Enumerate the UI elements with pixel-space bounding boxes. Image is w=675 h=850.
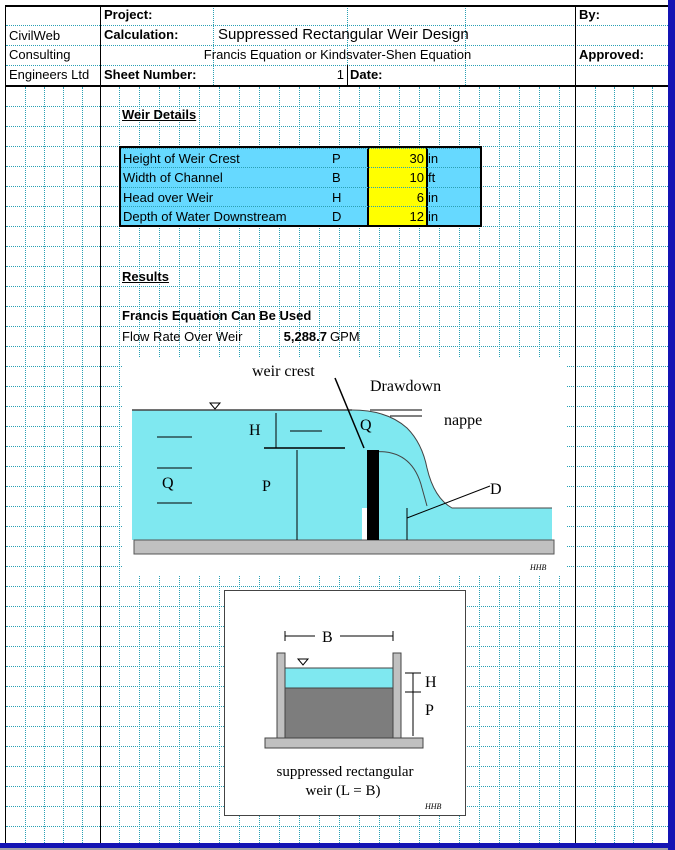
header-top-border (5, 5, 668, 7)
gridline (652, 87, 653, 843)
row-symbol: B (332, 170, 341, 185)
gridline (614, 87, 615, 843)
cross-section-diagram: B H P suppressed rectangular weir (L = B… (224, 590, 466, 816)
sheet-number-label: Sheet Number: (104, 67, 197, 82)
gridline (633, 87, 634, 843)
equation-status: Francis Equation Can Be Used (122, 308, 312, 323)
gridline (6, 45, 668, 46)
gridline (6, 326, 668, 327)
results-heading: Results (122, 269, 169, 284)
header-bottom-border (5, 85, 668, 87)
row-label: Depth of Water Downstream (123, 209, 287, 224)
table-row: Width of Channel B 10 ft (121, 167, 480, 187)
q-label-flow: Q (162, 475, 174, 492)
row-label: Head over Weir (123, 190, 214, 205)
p-label: P (425, 702, 434, 719)
gridline (595, 87, 596, 843)
caption-line-2: weir (L = B) (306, 783, 381, 799)
gridline (25, 87, 26, 843)
calculation-label: Calculation: (104, 27, 179, 42)
row-label: Width of Channel (123, 170, 223, 185)
flow-value: 5,288.7 (283, 329, 327, 344)
gridline (213, 6, 214, 85)
row-symbol: D (332, 209, 342, 224)
gridline (6, 306, 668, 307)
gridline (465, 6, 466, 85)
divider-left (100, 5, 101, 843)
gridline (6, 106, 668, 107)
window-frame-right (668, 0, 675, 850)
h-label: H (249, 422, 261, 439)
date-label: Date: (350, 67, 383, 82)
company-line-1: CivilWeb (9, 28, 61, 43)
calculation-value[interactable]: Suppressed Rectangular Weir Design (218, 26, 469, 43)
gridline (6, 286, 668, 287)
signature: HHB (529, 563, 547, 572)
width-input[interactable]: 10 (409, 170, 424, 185)
gridline (6, 25, 668, 26)
row-symbol: H (332, 190, 342, 205)
gridline (63, 87, 64, 843)
row-symbol: P (332, 151, 341, 166)
input-value-column (367, 148, 428, 225)
gridline (6, 246, 668, 247)
table-row: Head over Weir H 6 in (121, 187, 480, 207)
head-input[interactable]: 6 (416, 190, 424, 205)
gridline (82, 87, 83, 843)
gridline (6, 346, 668, 347)
weir-profile-diagram: weir crest Drawdown nappe H Q Q P D HHB (122, 358, 566, 575)
table-row: Depth of Water Downstream D 12 in (121, 206, 480, 226)
row-unit: in (428, 151, 439, 166)
depth-input[interactable]: 12 (409, 209, 424, 224)
height-input[interactable]: 30 (409, 151, 424, 166)
gridline (6, 826, 668, 827)
subtitle: Francis Equation or Kindsvater-Shen Equa… (203, 47, 472, 62)
h-label: H (425, 674, 437, 691)
q-label-crest: Q (360, 417, 372, 434)
sheet-number-value[interactable]: 1 (336, 67, 344, 82)
p-label: P (262, 478, 271, 495)
weir-details-heading: Weir Details (122, 107, 197, 122)
caption-line-1: suppressed rectangular (276, 764, 413, 780)
divider-right (575, 5, 576, 843)
weir-crest-label: weir crest (252, 363, 315, 380)
row-unit: in (428, 209, 439, 224)
by-label: By: (579, 7, 600, 22)
signature: HHB (424, 802, 442, 811)
d-label: D (490, 481, 502, 498)
left-border (5, 5, 6, 843)
table-row: Height of Weir Crest P 30 in (121, 148, 480, 168)
project-label: Project: (104, 7, 153, 22)
gridline (119, 87, 120, 843)
gridline (6, 126, 668, 127)
divider-date (347, 65, 348, 85)
flow-label: Flow Rate Over Weir (122, 329, 243, 344)
gridline (6, 586, 668, 587)
row-label: Height of Weir Crest (123, 151, 240, 166)
weir-details-table: Height of Weir Crest P 30 in Width of Ch… (119, 146, 482, 227)
approved-label: Approved: (579, 47, 644, 62)
b-label: B (322, 629, 333, 646)
gridline (6, 266, 668, 267)
gridline (6, 65, 668, 66)
gridline (347, 6, 348, 85)
gridline (44, 87, 45, 843)
window-frame-bottom (0, 843, 675, 848)
row-unit: ft (428, 170, 436, 185)
company-line-3: Engineers Ltd (9, 67, 90, 82)
flow-unit: GPM (330, 329, 360, 344)
drawdown-label: Drawdown (370, 378, 441, 395)
row-unit: in (428, 190, 439, 205)
nappe-label: nappe (444, 412, 482, 429)
company-line-2: Consulting (9, 47, 71, 62)
